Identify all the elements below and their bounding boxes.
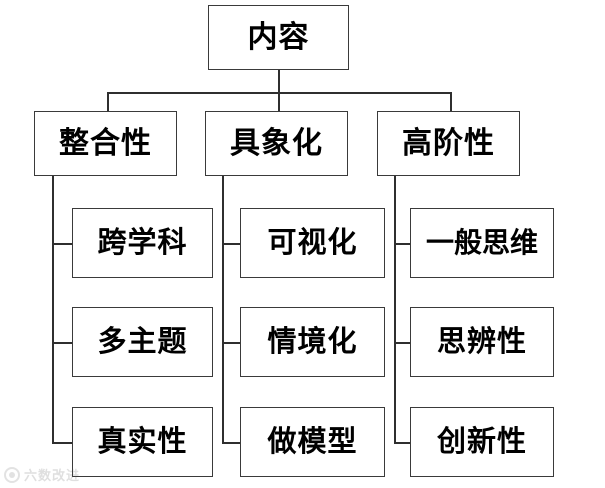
connector-bus-to-branch-1 — [107, 92, 109, 113]
watermark-logo-icon — [4, 466, 20, 483]
connector-root-down — [278, 70, 280, 94]
connector-bus-to-branch-2 — [278, 92, 280, 113]
connector-bus-to-branch-3 — [450, 92, 452, 113]
connector-stub-branch-1-child-1 — [52, 243, 73, 245]
node-branch-3[interactable]: 高阶性 — [377, 111, 520, 176]
node-branch-3-child-2[interactable]: 思辨性 — [410, 307, 554, 377]
node-root[interactable]: 内容 — [208, 5, 349, 70]
node-branch-1-child-1[interactable]: 跨学科 — [72, 208, 213, 278]
node-branch-2-child-3[interactable]: 做模型 — [240, 407, 385, 477]
watermark: 六数改进 — [4, 465, 80, 484]
node-branch-3-child-1[interactable]: 一般思维 — [410, 208, 554, 278]
connector-spine-branch-2 — [222, 176, 224, 443]
connector-spine-branch-1 — [52, 176, 54, 443]
watermark-text: 六数改进 — [24, 468, 81, 483]
connector-stub-branch-2-child-3 — [222, 442, 241, 444]
node-branch-2-child-1[interactable]: 可视化 — [240, 208, 385, 278]
node-branch-2-child-2[interactable]: 情境化 — [240, 307, 385, 377]
connector-stub-branch-1-child-2 — [52, 342, 73, 344]
node-branch-3-child-3[interactable]: 创新性 — [410, 407, 554, 477]
node-branch-1-child-3[interactable]: 真实性 — [72, 407, 213, 477]
connector-stub-branch-3-child-3 — [394, 442, 411, 444]
connector-spine-branch-3 — [394, 176, 396, 443]
connector-stub-branch-2-child-2 — [222, 342, 241, 344]
connector-stub-branch-1-child-3 — [52, 442, 73, 444]
connector-stub-branch-3-child-1 — [394, 243, 411, 245]
node-branch-1[interactable]: 整合性 — [34, 111, 177, 176]
node-branch-1-child-2[interactable]: 多主题 — [72, 307, 213, 377]
node-branch-2[interactable]: 具象化 — [205, 111, 348, 176]
connector-stub-branch-3-child-2 — [394, 342, 411, 344]
connector-stub-branch-2-child-1 — [222, 243, 241, 245]
